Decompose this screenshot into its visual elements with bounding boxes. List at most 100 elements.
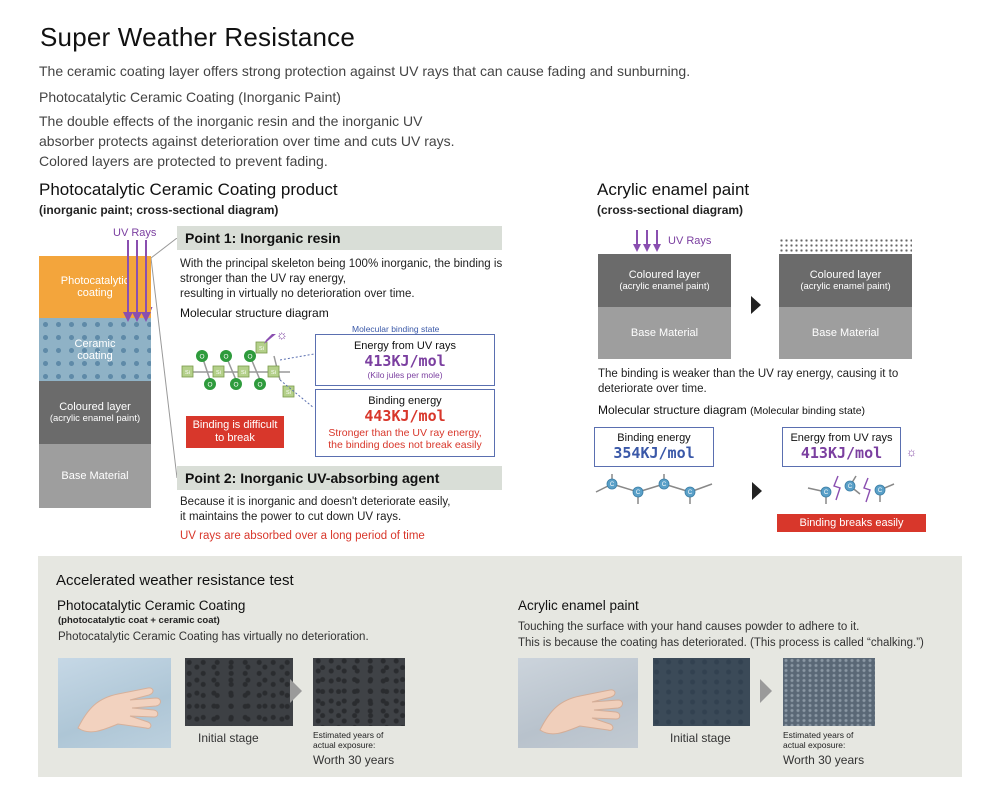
carbon-atom [844, 480, 856, 492]
test-left-title: Photocatalytic Ceramic Coating [57, 598, 246, 613]
chalking-particles [779, 238, 912, 254]
atom-o-label: O [257, 382, 262, 389]
hand-icon [539, 689, 623, 735]
aged-surface-photo [313, 658, 405, 726]
layer-label: coating [77, 287, 113, 299]
estimate-line: Estimated years of [313, 730, 384, 740]
desc-line: Touching the surface with your hand caus… [518, 621, 860, 633]
point2-text: Because it is inorganic and doesn't dete… [180, 495, 510, 525]
uv-spark-icon: ☼ [276, 327, 288, 342]
carbon-atom [606, 478, 618, 490]
initial-surface-photo [185, 658, 293, 726]
arrow-right-icon [760, 679, 772, 703]
uv-energy-title: Energy from UV rays [353, 340, 457, 352]
oxygen-atom [254, 378, 266, 390]
layer-label: Ceramic [74, 337, 116, 350]
worth-caption: Worth 30 years [783, 753, 865, 767]
body-line: Colored layers are protected to prevent … [39, 153, 328, 169]
initial-caption: Initial stage [198, 731, 259, 745]
atom-c-label: C [824, 490, 829, 496]
test-title: Accelerated weather resistance test [56, 572, 294, 589]
binding-state-label: Molecular binding state [352, 324, 440, 334]
connector-lines [151, 238, 178, 479]
atom-o-label: O [199, 354, 204, 361]
acrylic-uv-box: Energy from UV rays 413KJ/mol [782, 427, 901, 467]
acrylic-diagram-title: Molecular structure diagram (Molecular b… [598, 403, 865, 417]
test-left-desc: Photocatalytic Ceramic Coating has virtu… [58, 631, 369, 643]
uv-energy-value: 413KJ/mol [364, 352, 446, 370]
coloured-layer: Coloured layer(acrylic enamel paint) [39, 381, 151, 444]
acrylic-stack-after: Coloured layer(acrylic enamel paint) Bas… [779, 238, 912, 359]
badge-line: Binding is difficult [192, 419, 278, 431]
si-o-molecule-diagram: O O O O O O Si Si Si Si Si Si [181, 334, 295, 398]
point1-line: stronger than the UV ray energy, [180, 273, 346, 285]
description-line: The binding is weaker than the UV ray en… [598, 368, 899, 380]
layer-label: (acrylic enamel paint) [800, 281, 891, 292]
binding-breaks-badge: Binding breaks easily [777, 514, 926, 532]
atom-si-label: Si [286, 390, 291, 396]
point1-line: With the principal skeleton being 100% i… [180, 258, 503, 270]
uv-arrows-icon [633, 230, 661, 252]
uv-penetration-icon [123, 256, 151, 322]
body-line: absorber protects against deterioration … [39, 133, 455, 149]
arrow-right-icon [751, 296, 761, 314]
point2-highlight: UV rays are absorbed over a long period … [180, 530, 425, 542]
layer-label: (acrylic enamel paint) [49, 413, 141, 424]
uv-energy-title: Energy from UV rays [790, 432, 893, 444]
uv-energy-note: (Kilo jules per mole) [367, 370, 443, 380]
atom-o-label: O [247, 354, 252, 361]
atom-c-label: C [688, 490, 693, 496]
layer-label: (acrylic enamel paint) [619, 281, 710, 292]
point2-line: it maintains the power to cut down UV ra… [180, 511, 402, 523]
layer-label: Coloured layer [809, 269, 882, 281]
description-line: deteriorate over time. [598, 383, 707, 395]
body-line: The double effects of the inorganic resi… [39, 113, 423, 129]
atom-c-label: C [848, 484, 853, 490]
atom-si-label: Si [185, 370, 190, 376]
estimate-caption: Estimated years of actual exposure: [313, 730, 383, 750]
atom-o-label: O [223, 354, 228, 361]
binding-difficult-badge: Binding is difficult to break [186, 416, 284, 448]
left-section-title: Photocatalytic Ceramic Coating product [39, 180, 338, 199]
diagram-title-sub: (Molecular binding state) [750, 405, 866, 417]
oxygen-atom [196, 350, 208, 362]
estimate-caption: Estimated years of actual exposure: [783, 730, 853, 750]
acrylic-binding-box: Binding energy 354KJ/mol [594, 427, 714, 467]
oxygen-atom [230, 378, 242, 390]
binding-energy-value: 443KJ/mol [364, 407, 446, 425]
point2-line: Because it is inorganic and doesn't dete… [180, 496, 451, 508]
uv-rays-label: UV Rays [113, 227, 157, 239]
right-section-subtitle: (cross-sectional diagram) [597, 203, 744, 217]
coloured-layer: Coloured layer(acrylic enamel paint) [598, 254, 731, 307]
layer-label: Coloured layer [628, 269, 701, 281]
broken-carbon-chain-diagram: C C C [807, 475, 895, 504]
coloured-layer: Coloured layer(acrylic enamel paint) [779, 254, 912, 307]
uv-energy-box: Energy from UV rays 413KJ/mol (Kilo jule… [315, 334, 495, 386]
acrylic-stack-before: Coloured layer(acrylic enamel paint) Bas… [598, 254, 731, 359]
arrow-right-icon [752, 482, 762, 500]
page-title: Super Weather Resistance [40, 22, 356, 52]
point1-diagram-title: Molecular structure diagram [180, 306, 329, 320]
hand-photo-chalked [518, 658, 638, 748]
silicon-atom [212, 365, 225, 378]
estimate-line: actual exposure: [313, 740, 376, 750]
point2-banner: Point 2: Inorganic UV-absorbing agent [177, 466, 502, 490]
layer-label: Photocatalytic [60, 275, 130, 287]
layer-label: Base Material [811, 327, 880, 339]
silicon-atom [255, 341, 268, 354]
acrylic-description: The binding is weaker than the UV ray en… [598, 367, 918, 397]
silicon-atom [267, 365, 280, 378]
estimate-line: Estimated years of [783, 730, 854, 740]
layer-label: Base Material [630, 327, 699, 339]
hand-photo-clean [58, 658, 171, 748]
carbon-atom [684, 486, 696, 498]
binding-energy-note: the binding does not break easily [328, 439, 482, 451]
binding-energy-value: 354KJ/mol [613, 444, 695, 462]
carbon-chain-diagram: C C C C [595, 474, 713, 504]
layer-label: Coloured layer [59, 401, 131, 413]
subtitle-text: Photocatalytic Ceramic Coating (Inorgani… [39, 89, 341, 105]
chalked-surface-photo [783, 658, 875, 726]
uv-spark-icon: ☼ [906, 445, 917, 459]
